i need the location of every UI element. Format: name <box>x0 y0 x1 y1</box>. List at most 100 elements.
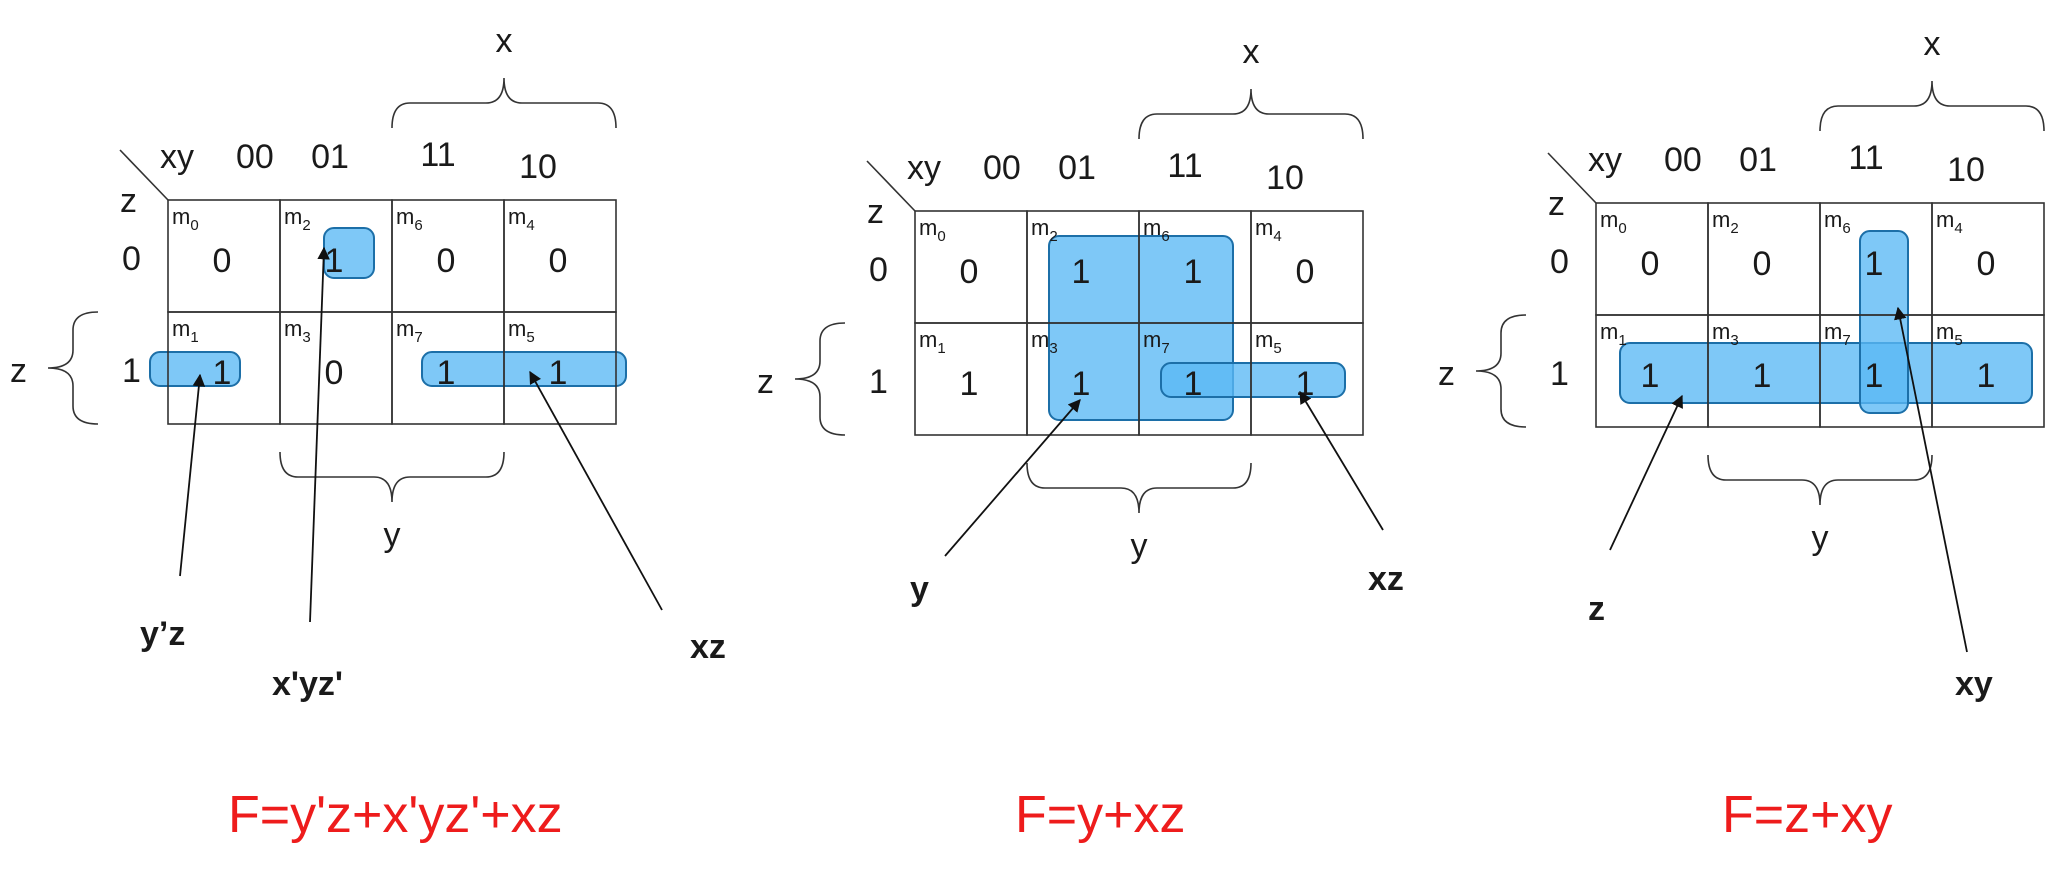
col-code-10: 10 <box>1266 159 1304 197</box>
minterm-label: m2 <box>284 204 311 234</box>
row-var-label: z <box>867 193 884 231</box>
row-code-1: 1 <box>869 363 888 401</box>
formula-3: F=z+xy <box>1722 786 1893 844</box>
cell-value: 0 <box>213 242 232 280</box>
row-code-1: 1 <box>122 352 141 390</box>
row-code-1: 1 <box>1550 355 1569 393</box>
kmap-cell <box>1931 314 2045 428</box>
minterm-label: m1 <box>919 327 946 357</box>
cell-value: 1 <box>1184 253 1203 291</box>
x-brace-label: x <box>496 22 513 60</box>
col-var-label: xy <box>160 138 194 176</box>
minterm-label: m0 <box>919 215 946 245</box>
col-code-01: 01 <box>311 138 349 176</box>
z-brace <box>1475 314 1527 428</box>
minterm-label: m4 <box>1255 215 1282 245</box>
row-var-label: z <box>120 182 137 220</box>
term-arrow <box>309 246 330 623</box>
minterm-label: m0 <box>1600 207 1627 237</box>
cell-value: 1 <box>1865 357 1884 395</box>
minterm-label: m5 <box>508 316 535 346</box>
cell-value: 1 <box>1641 357 1660 395</box>
row-code-0: 0 <box>122 240 141 278</box>
cell-value: 0 <box>1977 245 1996 283</box>
minterm-label: m2 <box>1031 215 1058 245</box>
y-brace-label: y <box>384 516 401 554</box>
header-diagonal <box>119 149 169 201</box>
col-code-01: 01 <box>1058 149 1096 187</box>
col-var-label: xy <box>907 149 941 187</box>
group-highlight-xz <box>1160 362 1346 398</box>
minterm-label: m7 <box>396 316 423 346</box>
col-code-00: 00 <box>1664 141 1702 179</box>
kmap-cell <box>503 311 617 425</box>
z-brace-label: z <box>10 352 27 390</box>
z-brace <box>794 322 846 436</box>
x-brace <box>391 77 617 129</box>
term-label: y’z <box>140 615 185 653</box>
col-code-11: 11 <box>420 136 455 174</box>
cell-value: 1 <box>1072 253 1091 291</box>
cell-value: 0 <box>1753 245 1772 283</box>
minterm-label: m4 <box>1936 207 1963 237</box>
z-brace <box>47 311 99 425</box>
minterm-label: m3 <box>1031 327 1058 357</box>
x-brace-label: x <box>1243 33 1260 71</box>
minterm-label: m3 <box>284 316 311 346</box>
group-highlight-z <box>1619 342 2033 404</box>
term-arrow <box>944 399 1081 557</box>
term-label: z <box>1588 590 1605 628</box>
y-brace <box>279 451 505 503</box>
y-brace-label: y <box>1131 527 1148 565</box>
y-brace <box>1707 454 1933 506</box>
cell-value: 0 <box>437 242 456 280</box>
minterm-label: m6 <box>1824 207 1851 237</box>
term-label: x'yz' <box>272 665 343 703</box>
z-brace-label: z <box>757 363 774 401</box>
cell-value: 0 <box>325 354 344 392</box>
row-code-0: 0 <box>1550 243 1569 281</box>
cell-value: 1 <box>437 354 456 392</box>
minterm-label: m6 <box>1143 215 1170 245</box>
cell-value: 1 <box>960 365 979 403</box>
minterm-label: m1 <box>172 316 199 346</box>
cell-value: 0 <box>1296 253 1315 291</box>
minterm-label: m6 <box>396 204 423 234</box>
col-code-11: 11 <box>1167 147 1202 185</box>
minterm-label: m4 <box>508 204 535 234</box>
cell-value: 1 <box>1296 365 1315 403</box>
minterm-label: m1 <box>1600 319 1627 349</box>
term-arrow <box>529 370 663 611</box>
row-code-0: 0 <box>869 251 888 289</box>
group-highlight-xy <box>1859 230 1909 414</box>
minterm-label: m5 <box>1255 327 1282 357</box>
term-arrow <box>179 373 206 577</box>
term-label: xz <box>690 628 726 666</box>
cell-value: 1 <box>549 354 568 392</box>
cell-value: 0 <box>960 253 979 291</box>
minterm-label: m3 <box>1712 319 1739 349</box>
minterm-label: m2 <box>1712 207 1739 237</box>
minterm-label: m7 <box>1824 319 1851 349</box>
cell-value: 1 <box>1184 365 1203 403</box>
x-brace <box>1819 80 2045 132</box>
term-label: xz <box>1368 560 1404 598</box>
term-label: xy <box>1955 665 1993 703</box>
kmap-cell <box>1250 322 1364 436</box>
cell-value: 1 <box>213 354 232 392</box>
cell-value: 1 <box>1977 357 1996 395</box>
col-var-label: xy <box>1588 141 1622 179</box>
col-code-01: 01 <box>1739 141 1777 179</box>
cell-value: 1 <box>325 242 344 280</box>
y-brace-label: y <box>1812 519 1829 557</box>
col-code-10: 10 <box>519 148 557 186</box>
col-code-00: 00 <box>983 149 1021 187</box>
row-var-label: z <box>1548 185 1565 223</box>
z-brace-label: z <box>1438 355 1455 393</box>
formula-1: F=y'z+x'yz'+xz <box>228 786 563 844</box>
y-brace <box>1026 462 1252 514</box>
